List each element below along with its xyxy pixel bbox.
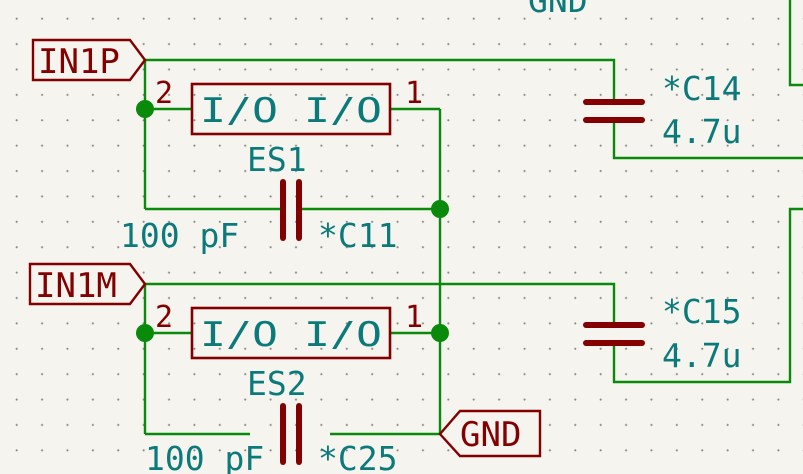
net-label-gnd-text: GND: [460, 415, 521, 455]
c14-reference: *C14: [662, 69, 741, 108]
wire-right-top: [788, 0, 803, 87]
wire-in1m-top: [145, 282, 616, 308]
es2-body: [190, 306, 392, 360]
junction-dot: [431, 200, 449, 218]
net-label-in1p-text: IN1P: [38, 42, 120, 82]
es1-pin-right: 1: [405, 76, 423, 111]
component-c15[interactable]: *C15 4.7u: [583, 292, 741, 375]
junctions: [136, 100, 449, 342]
junction-dot: [136, 324, 154, 342]
junction-dot: [136, 100, 154, 118]
es1-io-text: I/O I/O: [200, 91, 382, 131]
net-label-in1m[interactable]: IN1M: [28, 262, 147, 306]
net-label-gnd[interactable]: GND: [438, 409, 542, 458]
component-c11[interactable]: 100 pF *C11: [120, 179, 397, 255]
net-label-gnd-outline: [438, 409, 542, 458]
wires: [143, 0, 803, 436]
c25-reference: *C25: [318, 439, 397, 474]
component-c14[interactable]: *C14 4.7u: [583, 69, 741, 151]
component-c25[interactable]: 100 pF *C25: [145, 403, 397, 474]
junction-dot: [431, 324, 449, 342]
component-es2[interactable]: I/O I/O 2 1 ES2: [155, 300, 423, 403]
es2-io-text: I/O I/O: [200, 315, 382, 355]
c15-reference: *C15: [662, 292, 741, 331]
wire-c14-bottom: [612, 135, 803, 160]
es1-pin-left: 2: [155, 76, 173, 111]
c11-reference: *C11: [318, 216, 397, 255]
net-label-in1p[interactable]: IN1P: [31, 38, 147, 82]
es2-pin-right: 1: [405, 300, 423, 335]
wire-c15-bottom: [612, 207, 803, 384]
wire-in1p-top: [145, 58, 616, 85]
c11-value: 100 pF: [120, 216, 239, 255]
es2-pin-left: 2: [155, 300, 173, 335]
c15-value: 4.7u: [662, 336, 741, 375]
component-es1[interactable]: I/O I/O 2 1 ES1: [155, 76, 423, 179]
net-label-in1m-outline: [28, 262, 147, 306]
es2-reference: ES2: [247, 364, 307, 403]
c25-value: 100 pF: [145, 439, 264, 474]
es1-reference: ES1: [247, 140, 307, 179]
net-label-in1m-text: IN1M: [35, 266, 117, 306]
es1-body: [190, 82, 392, 136]
net-label-in1p-outline: [31, 38, 147, 82]
top-gnd-label: GND: [528, 0, 588, 20]
c14-value: 4.7u: [662, 112, 741, 151]
